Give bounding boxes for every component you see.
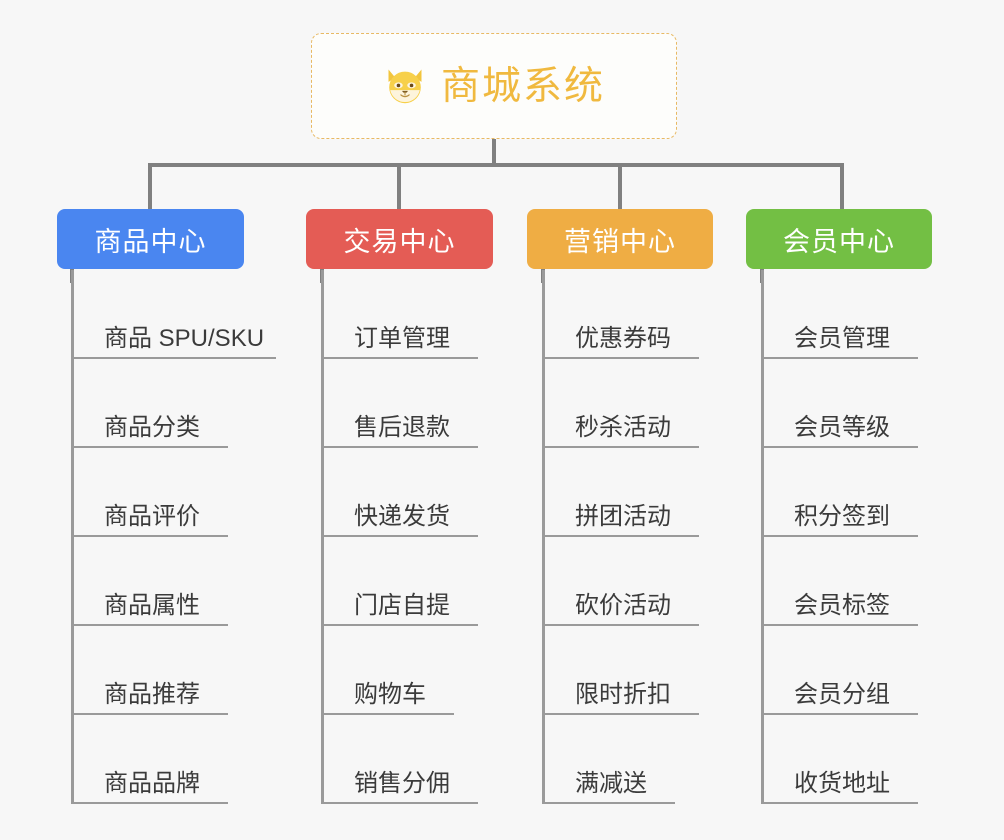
leaf-item[interactable]: 会员标签 bbox=[761, 537, 961, 626]
leaf-underline bbox=[761, 357, 918, 359]
leaf-item-label: 快递发货 bbox=[354, 502, 450, 530]
leaf-item-label: 商品评价 bbox=[104, 502, 200, 530]
branch-label: 会员中心 bbox=[783, 226, 895, 257]
leaf-item[interactable]: 会员等级 bbox=[761, 359, 961, 448]
root-node-title: 商城系统 bbox=[440, 64, 605, 108]
leaf-item[interactable]: 商品 SPU/SKU bbox=[71, 270, 291, 359]
leaf-item[interactable]: 满减送 bbox=[542, 715, 742, 804]
leaf-item[interactable]: 秒杀活动 bbox=[542, 359, 742, 448]
leaf-underline bbox=[321, 713, 454, 715]
leaf-item[interactable]: 商品分类 bbox=[71, 359, 291, 448]
leaf-spine bbox=[761, 270, 764, 804]
leaf-item-label: 商品推荐 bbox=[104, 680, 200, 708]
leaf-underline bbox=[71, 624, 228, 626]
leaf-underline bbox=[321, 624, 478, 626]
root-node-shopping-mall-system[interactable]: 商城系统 bbox=[311, 33, 677, 139]
leaf-item[interactable]: 商品评价 bbox=[71, 448, 291, 537]
leaf-spine bbox=[71, 270, 74, 804]
leaf-item-label: 限时折扣 bbox=[575, 680, 671, 708]
leaf-underline bbox=[542, 446, 699, 448]
leaf-item-label: 购物车 bbox=[354, 680, 426, 708]
leaf-item[interactable]: 积分签到 bbox=[761, 448, 961, 537]
connector-drop-branch-1 bbox=[148, 163, 152, 209]
leaf-item[interactable]: 快递发货 bbox=[321, 448, 521, 537]
connector-root-stem bbox=[492, 139, 496, 165]
leaf-item-label: 商品分类 bbox=[104, 413, 200, 441]
leaf-item-label: 砍价活动 bbox=[575, 591, 671, 619]
leaf-underline bbox=[71, 713, 228, 715]
shiba-dog-face-icon bbox=[388, 69, 422, 104]
leaf-underline bbox=[542, 357, 699, 359]
leaf-item-label: 商品 SPU/SKU bbox=[104, 324, 265, 352]
leaf-item-label: 门店自提 bbox=[354, 591, 450, 619]
leaf-item[interactable]: 砍价活动 bbox=[542, 537, 742, 626]
leaf-item-label: 会员分组 bbox=[794, 680, 890, 708]
leaf-item-label: 会员等级 bbox=[794, 413, 890, 441]
connector-drop-branch-3 bbox=[618, 163, 622, 209]
leaf-item-label: 满减送 bbox=[575, 769, 647, 797]
branch-node-transaction-center[interactable]: 交易中心 bbox=[306, 209, 493, 269]
leaf-item[interactable]: 门店自提 bbox=[321, 537, 521, 626]
leaf-item-label: 商品属性 bbox=[104, 591, 200, 619]
leaf-underline bbox=[321, 446, 478, 448]
leaf-underline bbox=[71, 802, 228, 804]
leaf-item[interactable]: 优惠券码 bbox=[542, 270, 742, 359]
leaf-item[interactable]: 会员分组 bbox=[761, 626, 961, 715]
connector-drop-branch-4 bbox=[840, 163, 844, 209]
leaf-item-label: 积分签到 bbox=[794, 502, 890, 530]
leaf-item-label: 拼团活动 bbox=[575, 502, 671, 530]
leaf-underline bbox=[761, 624, 918, 626]
leaf-underline bbox=[542, 713, 699, 715]
leaf-item[interactable]: 订单管理 bbox=[321, 270, 521, 359]
leaf-underline bbox=[542, 624, 699, 626]
branch-node-member-center[interactable]: 会员中心 bbox=[746, 209, 932, 269]
leaf-item[interactable]: 限时折扣 bbox=[542, 626, 742, 715]
leaf-item[interactable]: 销售分佣 bbox=[321, 715, 521, 804]
leaf-item-label: 优惠券码 bbox=[575, 324, 671, 352]
leaf-column-product-center: 商品 SPU/SKU 商品分类 商品评价 商品属性 商品推荐 商品品牌 bbox=[71, 270, 291, 804]
connector-horizontal-bus bbox=[148, 163, 844, 167]
leaf-item-label: 会员管理 bbox=[794, 324, 890, 352]
leaf-column-member-center: 会员管理 会员等级 积分签到 会员标签 会员分组 收货地址 bbox=[761, 270, 961, 804]
leaf-underline bbox=[71, 446, 228, 448]
leaf-item-label: 商品品牌 bbox=[104, 769, 200, 797]
leaf-item-label: 会员标签 bbox=[794, 591, 890, 619]
leaf-item[interactable]: 拼团活动 bbox=[542, 448, 742, 537]
leaf-item[interactable]: 会员管理 bbox=[761, 270, 961, 359]
leaf-item[interactable]: 商品属性 bbox=[71, 537, 291, 626]
leaf-underline bbox=[321, 802, 478, 804]
leaf-item[interactable]: 商品品牌 bbox=[71, 715, 291, 804]
branch-node-product-center[interactable]: 商品中心 bbox=[57, 209, 244, 269]
branch-label: 交易中心 bbox=[343, 226, 456, 257]
leaf-item[interactable]: 购物车 bbox=[321, 626, 521, 715]
leaf-item[interactable]: 售后退款 bbox=[321, 359, 521, 448]
leaf-spine bbox=[321, 270, 324, 804]
branch-label: 商品中心 bbox=[94, 226, 207, 257]
connector-drop-branch-2 bbox=[397, 163, 401, 209]
leaf-item-label: 订单管理 bbox=[354, 324, 450, 352]
leaf-underline bbox=[321, 535, 478, 537]
leaf-item-label: 售后退款 bbox=[354, 413, 450, 441]
leaf-underline bbox=[761, 535, 918, 537]
leaf-column-transaction-center: 订单管理 售后退款 快递发货 门店自提 购物车 销售分佣 bbox=[321, 270, 521, 804]
leaf-underline bbox=[71, 357, 276, 359]
leaf-item[interactable]: 商品推荐 bbox=[71, 626, 291, 715]
leaf-underline bbox=[542, 802, 675, 804]
branch-node-marketing-center[interactable]: 营销中心 bbox=[527, 209, 713, 269]
leaf-item[interactable]: 收货地址 bbox=[761, 715, 961, 804]
leaf-item-label: 秒杀活动 bbox=[575, 413, 671, 441]
leaf-item-label: 收货地址 bbox=[794, 769, 890, 797]
leaf-underline bbox=[321, 357, 478, 359]
leaf-underline bbox=[71, 535, 228, 537]
leaf-spine bbox=[542, 270, 545, 804]
leaf-underline bbox=[761, 802, 918, 804]
leaf-item-label: 销售分佣 bbox=[354, 769, 450, 797]
leaf-underline bbox=[761, 446, 918, 448]
leaf-column-marketing-center: 优惠券码 秒杀活动 拼团活动 砍价活动 限时折扣 满减送 bbox=[542, 270, 742, 804]
branch-label: 营销中心 bbox=[564, 226, 676, 257]
leaf-underline bbox=[542, 535, 699, 537]
leaf-underline bbox=[761, 713, 918, 715]
